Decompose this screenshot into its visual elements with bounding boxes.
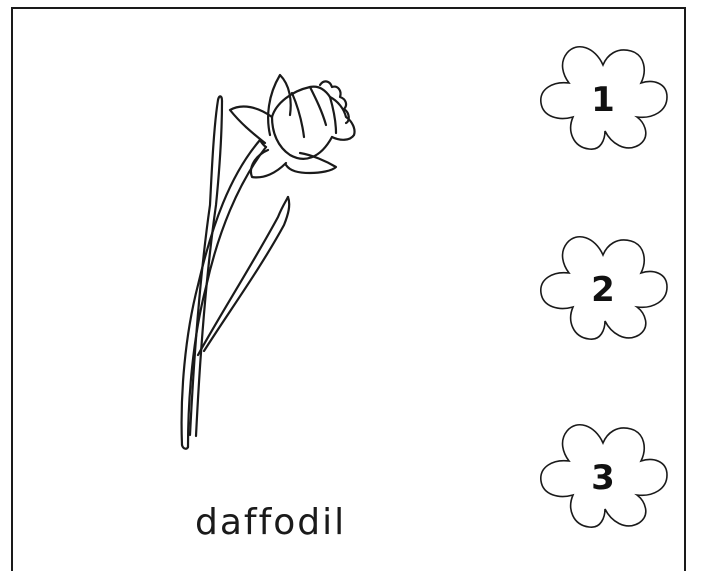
counter-number: 2: [591, 269, 615, 310]
flower-name-label: daffodil: [195, 502, 347, 543]
five-petal-flower-icon: [540, 423, 668, 528]
counter-flower-3: 3: [533, 413, 673, 538]
five-petal-flower-icon: [540, 45, 668, 150]
counter-flower-1: 1: [533, 35, 673, 160]
counter-number: 3: [591, 457, 615, 498]
counter-flower-2: 2: [533, 225, 673, 350]
daffodil-drawing-icon: [180, 73, 356, 450]
counter-number: 1: [591, 79, 615, 120]
five-petal-flower-icon: [540, 235, 668, 340]
